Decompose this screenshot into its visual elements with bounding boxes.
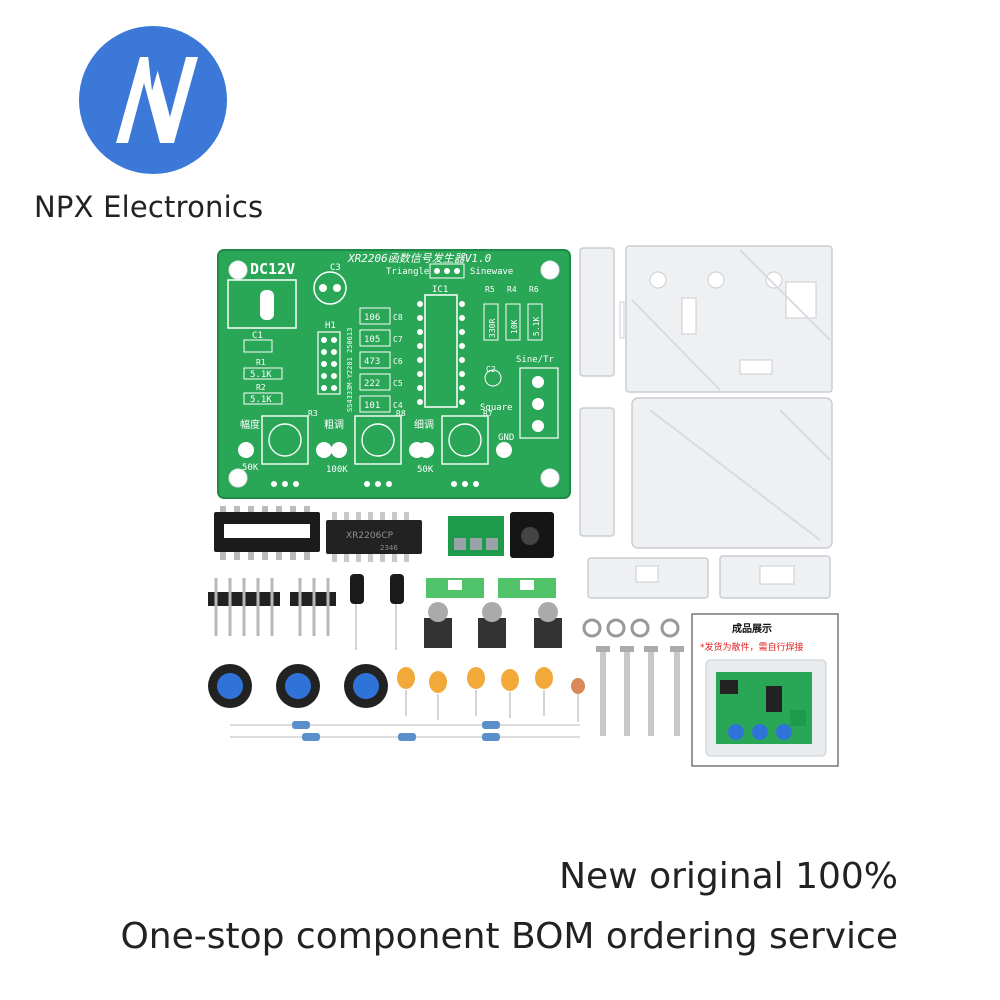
knobs bbox=[208, 664, 388, 708]
pcb-cap-label-1: C7 bbox=[393, 335, 403, 344]
pcb-cap-label-4: C4 bbox=[393, 401, 403, 410]
pcb-cap-value-1: 105 bbox=[364, 335, 380, 345]
pcb-sinewave-label: Sinewave bbox=[470, 267, 513, 277]
pcb-pot1-value: 50K bbox=[242, 463, 259, 473]
pcb-pot3-cn: 细调 bbox=[414, 418, 434, 431]
pcb-cap-value-0: 106 bbox=[364, 313, 380, 323]
pcb-triangle-label: Triangle bbox=[386, 267, 429, 277]
pcb-square-label: Square bbox=[480, 403, 513, 413]
brand-name: NPX Electronics bbox=[34, 190, 264, 224]
nuts-and-screws bbox=[582, 618, 684, 736]
pcb-vertical-code: SS4333M-Y2201 250613 bbox=[346, 328, 354, 412]
chip-sub: 2346 bbox=[380, 544, 398, 552]
pcb-c2-label: C2 bbox=[486, 365, 496, 374]
pcb-r4-label: R4 bbox=[507, 285, 517, 294]
finished-product-inset: 成品展示 *发货为散件，需自行焊接 bbox=[691, 613, 839, 767]
pcb-pot3-value: 50K bbox=[417, 465, 434, 475]
xr2206-chip: XR2206CP 2346 bbox=[326, 512, 422, 562]
pcb-r7-label: R7 bbox=[483, 409, 493, 418]
pcb-r1-value: 5.1K bbox=[250, 370, 272, 380]
pcb-r5-label: R5 bbox=[485, 285, 495, 294]
pcb-r1-label: R1 bbox=[256, 358, 266, 367]
tagline-bom-service: One-stop component BOM ordering service bbox=[120, 916, 898, 957]
electrolytic-capacitors bbox=[350, 574, 404, 650]
potentiometers bbox=[424, 602, 562, 648]
pcb-cap-label-0: C8 bbox=[393, 313, 403, 322]
slide-switches bbox=[426, 578, 556, 598]
pcb-cap-value-3: 222 bbox=[364, 379, 380, 389]
pcb-cap-label-3: C5 bbox=[393, 379, 403, 388]
pcb-pot2-cn: 粗调 bbox=[324, 419, 344, 431]
chip-label: XR2206CP bbox=[346, 531, 394, 541]
pcb-r2-label: R2 bbox=[256, 383, 266, 392]
pcb-power-label: DC12V bbox=[250, 260, 295, 278]
pcb-r2-value: 5.1K bbox=[250, 395, 272, 405]
pcb-c3-label: C3 bbox=[330, 263, 341, 273]
pcb-board: DC12V XR2206函数信号发生器V1.0 Triangle Sinewav… bbox=[217, 249, 571, 499]
terminal-block bbox=[448, 516, 504, 556]
pcb-r6-value: 5.1K bbox=[532, 317, 541, 336]
dc-jack bbox=[510, 512, 554, 558]
pcb-r5-value: 330R bbox=[488, 319, 497, 338]
pcb-r8-label: R8 bbox=[396, 409, 406, 418]
resistors bbox=[230, 721, 580, 741]
pcb-r6-label: R6 bbox=[529, 285, 539, 294]
pcb-ic-label: IC1 bbox=[432, 285, 448, 295]
pcb-title: XR2206函数信号发生器V1.0 bbox=[347, 252, 492, 265]
pcb-cap-value-2: 473 bbox=[364, 357, 380, 367]
inset-note: *发货为散件，需自行焊接 bbox=[700, 641, 804, 653]
ic-socket bbox=[214, 506, 320, 560]
pcb-pot1-cn: 幅度 bbox=[240, 418, 260, 431]
pcb-r3-label: R3 bbox=[308, 409, 318, 418]
pcb-c1-label: C1 bbox=[252, 331, 263, 341]
product-photo: DC12V XR2206函数信号发生器V1.0 Triangle Sinewav… bbox=[208, 245, 839, 767]
pcb-h1-label: H1 bbox=[325, 321, 336, 331]
pcb-gnd-label: GND bbox=[498, 433, 514, 443]
pcb-cap-label-2: C6 bbox=[393, 357, 403, 366]
npx-logo-icon bbox=[79, 26, 227, 174]
pcb-r4-value: 10K bbox=[510, 319, 519, 334]
ceramic-capacitors bbox=[397, 667, 585, 694]
pcb-cap-value-4: 101 bbox=[364, 401, 380, 411]
inset-title: 成品展示 bbox=[732, 622, 772, 635]
tagline-original: New original 100% bbox=[559, 856, 898, 897]
pcb-pot2-value: 100K bbox=[326, 465, 348, 475]
pcb-sine-tr-label: Sine/Tr bbox=[516, 355, 555, 365]
